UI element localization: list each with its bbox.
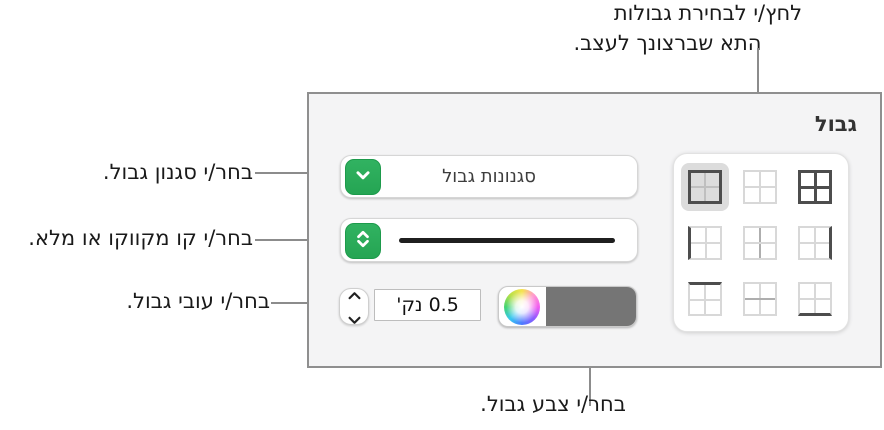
stepper-up-icon[interactable]: [348, 285, 361, 304]
border-color-well[interactable]: [498, 286, 637, 327]
callout-leader-width: [271, 302, 339, 304]
callout-line-type: בחר/י קו מקווקו או מלא.: [28, 226, 253, 250]
border-styles-label: סגנונות גבול: [442, 166, 536, 187]
left-border-icon: [688, 226, 722, 260]
border-target-outer-borders[interactable]: [681, 163, 729, 211]
callout-border-style: בחר/י סגנון גבול.: [102, 160, 253, 184]
border-target-left-border[interactable]: [681, 219, 729, 267]
border-color-swatch[interactable]: [546, 287, 636, 326]
top-border-icon: [688, 282, 722, 316]
chevron-down-icon: [354, 166, 372, 188]
callout-border-width: בחר/י עובי גבול.: [126, 289, 270, 313]
border-styles-popup[interactable]: סגנונות גבול: [340, 155, 638, 198]
border-target-inner-horizontal[interactable]: [736, 275, 784, 323]
border-target-no-borders[interactable]: [736, 163, 784, 211]
inner-horizontal-border-icon: [743, 282, 777, 316]
border-target-top-border[interactable]: [681, 275, 729, 323]
border-target-all-borders[interactable]: [791, 163, 839, 211]
line-style-updown-button[interactable]: [345, 223, 381, 259]
border-target-grid: [673, 153, 849, 332]
border-target-bottom-border[interactable]: [791, 275, 839, 323]
chevron-up-down-icon: [354, 230, 372, 252]
width-stepper[interactable]: [339, 288, 369, 325]
no-borders-icon: [743, 170, 777, 204]
stepper-down-icon[interactable]: [348, 309, 361, 328]
outer-borders-icon: [688, 170, 722, 204]
right-border-icon: [798, 226, 832, 260]
line-style-popup[interactable]: [340, 218, 638, 262]
solid-line-preview: [399, 238, 615, 243]
inner-vertical-border-icon: [743, 226, 777, 260]
callout-select-borders-line2: התא שברצונך לעצב.: [573, 31, 762, 55]
border-target-inner-vertical[interactable]: [736, 219, 784, 267]
panel-title: גבול: [814, 112, 857, 136]
color-wheel-icon[interactable]: [504, 289, 540, 325]
all-borders-icon: [798, 170, 832, 204]
callout-border-color: בחר/י צבע גבול.: [480, 392, 626, 416]
bottom-border-icon: [798, 282, 832, 316]
border-styles-disclosure-button[interactable]: [345, 159, 381, 195]
border-target-right-border[interactable]: [791, 219, 839, 267]
callout-leader-line-type: [255, 239, 341, 241]
callout-select-borders-line1: לחץ/י לבחירת גבולות: [613, 1, 803, 25]
callout-leader-style: [255, 172, 344, 174]
border-width-field[interactable]: 0.5 נק': [374, 289, 481, 321]
